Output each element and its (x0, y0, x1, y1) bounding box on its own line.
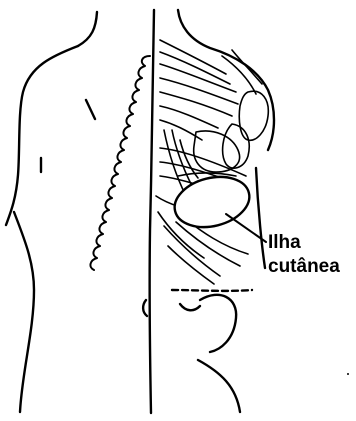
gluteal-lower (198, 360, 240, 412)
trapezius-fibres-1 (160, 40, 226, 74)
trapezius-fibres-6 (160, 106, 218, 128)
sacrum-mark (143, 300, 147, 316)
vertebrae-chain (90, 56, 150, 270)
annotation-label-line2: cutânea (268, 256, 340, 278)
hip-right-outline (172, 290, 252, 291)
scan-speck (347, 373, 349, 375)
back-muscles-hatching (156, 40, 268, 284)
infraspinatus-outline (194, 131, 240, 172)
midline (150, 10, 154, 413)
annotation-label-line1: Ilha (268, 232, 301, 254)
shoulder-left-outline (6, 46, 78, 225)
trunk-right-outline (256, 168, 265, 268)
left-body-outline (6, 12, 97, 412)
waist-hip-left-outline (14, 212, 34, 412)
gluteal-contour (200, 295, 236, 352)
scapula-left-mark (86, 100, 95, 119)
latissimus-fibres-7 (168, 246, 214, 284)
trapezius-fibres-5 (160, 92, 232, 116)
erector-fibres-2 (172, 130, 192, 186)
neck-left-line (78, 12, 97, 46)
scapula-outline (239, 91, 268, 140)
hip-right-curve (180, 304, 200, 310)
neck-right-line (178, 10, 274, 150)
spinal-column (90, 10, 154, 413)
